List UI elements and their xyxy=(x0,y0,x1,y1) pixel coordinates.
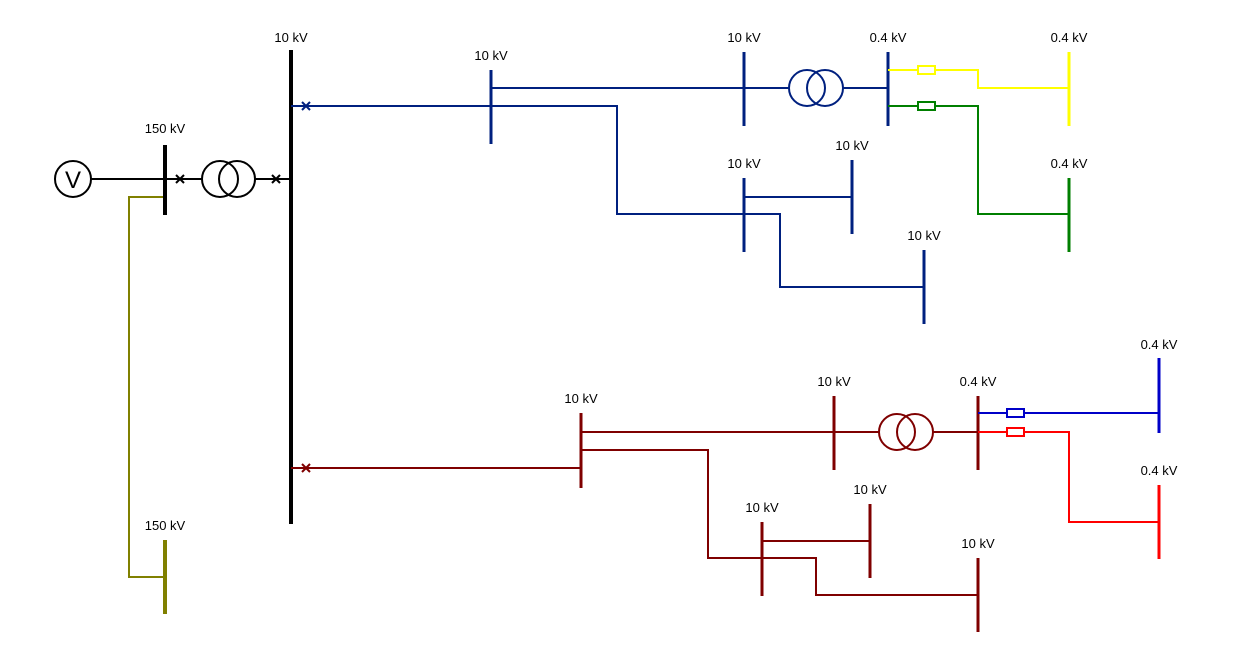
blue-fuse-icon[interactable] xyxy=(1006,408,1025,418)
upper-feeder xyxy=(291,52,926,324)
lower-lv-red xyxy=(978,427,1161,559)
label-upper-bus-a: 10 kV xyxy=(474,48,508,63)
label-upper-bus-tx-lv: 0.4 kV xyxy=(870,30,907,45)
label-mv-main-bus: 10 kV xyxy=(274,30,308,45)
label-upper-bus-yellow: 0.4 kV xyxy=(1051,30,1088,45)
red-lv-line[interactable] xyxy=(978,431,1159,523)
main-transformer[interactable] xyxy=(201,160,256,198)
breaker-hv-icon[interactable] xyxy=(175,174,185,184)
label-lower-bus-b: 10 kV xyxy=(745,500,779,515)
hv-aux-line[interactable] xyxy=(128,196,165,578)
label-lower-bus-d: 10 kV xyxy=(961,536,995,551)
upper-transformer[interactable] xyxy=(788,69,844,107)
label-lower-bus-red: 0.4 kV xyxy=(1141,463,1178,478)
label-hv-bus-main: 150 kV xyxy=(145,121,186,136)
label-lower-bus-a: 10 kV xyxy=(564,391,598,406)
voltage-source-label: V xyxy=(65,167,81,194)
upper-line-to-bus-b[interactable] xyxy=(491,105,744,215)
green-fuse-icon[interactable] xyxy=(917,101,936,111)
yellow-lv-line[interactable] xyxy=(888,69,1069,89)
label-upper-bus-tx-hv: 10 kV xyxy=(727,30,761,45)
breaker-upper-icon[interactable] xyxy=(301,101,311,111)
breaker-lower-icon[interactable] xyxy=(301,463,311,473)
voltage-labels: 150 kV 150 kV 10 kV 10 kV 10 kV 0.4 kV 0… xyxy=(145,30,1178,551)
label-lower-bus-blue: 0.4 kV xyxy=(1141,337,1178,352)
lower-feeder xyxy=(291,396,980,632)
lower-line-to-bus-b[interactable] xyxy=(581,449,762,559)
lower-transformer[interactable] xyxy=(878,413,934,451)
label-upper-bus-c: 10 kV xyxy=(835,138,869,153)
label-lower-bus-tx-lv: 0.4 kV xyxy=(960,374,997,389)
hv-aux-section xyxy=(128,196,167,614)
label-lower-bus-c: 10 kV xyxy=(853,482,887,497)
label-upper-bus-d: 10 kV xyxy=(907,228,941,243)
breaker-mv-icon[interactable] xyxy=(271,174,281,184)
label-upper-bus-b: 10 kV xyxy=(727,156,761,171)
lower-lv-blue xyxy=(978,358,1161,433)
green-lv-line[interactable] xyxy=(888,105,1069,215)
hv-section: V xyxy=(54,50,293,524)
upper-line-to-bus-d[interactable] xyxy=(744,213,924,288)
upper-lv-green xyxy=(888,101,1071,252)
label-lower-bus-tx-hv: 10 kV xyxy=(817,374,851,389)
yellow-fuse-icon[interactable] xyxy=(917,65,936,75)
label-upper-bus-green: 0.4 kV xyxy=(1051,156,1088,171)
red-fuse-icon[interactable] xyxy=(1006,427,1025,437)
lower-line-to-bus-d[interactable] xyxy=(762,557,978,596)
upper-lv-yellow xyxy=(888,52,1071,126)
label-hv-bus-aux: 150 kV xyxy=(145,518,186,533)
